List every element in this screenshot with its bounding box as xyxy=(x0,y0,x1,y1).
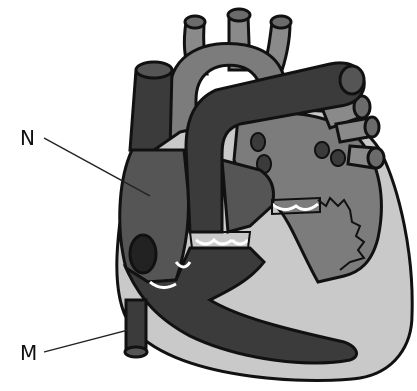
label-n: N xyxy=(20,128,35,148)
vena-cava-opening xyxy=(130,235,156,273)
superior-vena-cava xyxy=(130,62,172,150)
pulmonary-artery-end xyxy=(340,66,364,94)
label-m-pointer xyxy=(44,330,128,352)
label-m: M xyxy=(20,343,37,363)
inferior-vena-cava xyxy=(125,300,147,357)
